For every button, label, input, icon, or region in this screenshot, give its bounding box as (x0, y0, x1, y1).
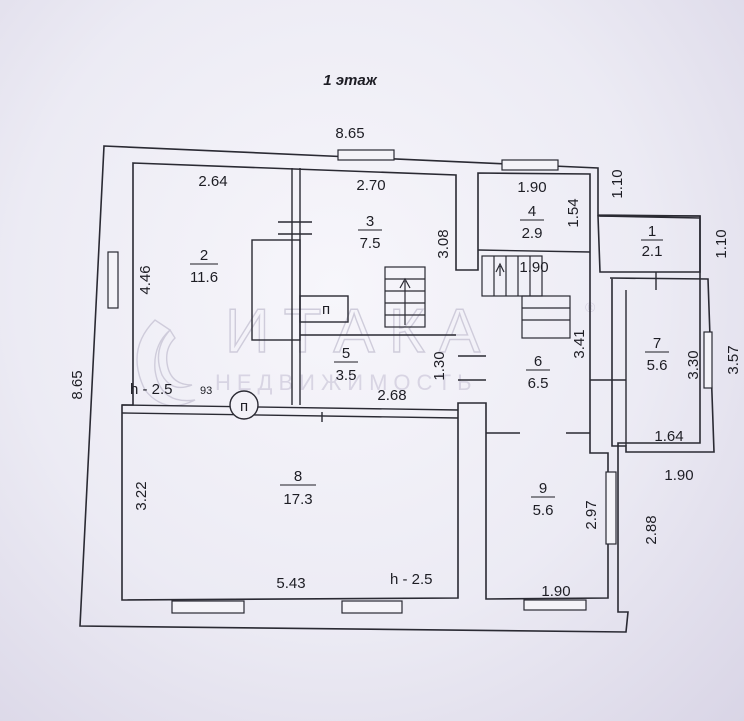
room-3-area: 7.5 (360, 235, 381, 252)
window (341, 600, 403, 614)
dim-right-upper-1: 1.10 (609, 169, 626, 198)
staircase-3 (384, 266, 426, 328)
staircase-6 (481, 255, 571, 339)
dim-r9-width: 1.90 (541, 583, 570, 600)
dim-r8-height: 3.22 (133, 481, 150, 510)
window (501, 159, 559, 171)
ceiling-height-bottom: h - 2.5 (390, 571, 433, 588)
dim-r3-height: 3.08 (435, 229, 452, 258)
stove-label: п (322, 301, 330, 318)
room-9-number: 9 (539, 480, 547, 497)
room-1-label: 1 2.1 (642, 223, 663, 260)
room-4-label: 4 2.9 (522, 203, 543, 242)
dim-r2-height: 4.46 (137, 265, 154, 294)
dim-right-lower: 2.88 (643, 515, 660, 544)
room-7-number: 7 (653, 335, 661, 352)
dim-r9-height: 2.97 (583, 500, 600, 529)
window (337, 149, 395, 161)
stair-arrowhead (399, 277, 411, 289)
stair-arrow-6 (495, 262, 505, 276)
inner-wall-outline (121, 162, 609, 601)
watermark-subtitle: НЕДВИЖИМОСТЬ (215, 370, 478, 395)
partitions (121, 168, 627, 446)
stairs-room-6 (481, 255, 543, 297)
stove-hatch (299, 295, 349, 323)
room-2-area: 11.6 (190, 269, 218, 286)
stove-block (251, 239, 301, 341)
window (171, 600, 245, 614)
room-9-label: 9 5.6 (533, 480, 554, 519)
window (523, 599, 587, 611)
room-6-label: 6 6.5 (528, 353, 549, 392)
room-4-area: 2.9 (522, 225, 543, 242)
ceiling-height-left: h - 2.5 (130, 381, 173, 398)
dim-r4-width: 1.90 (517, 179, 546, 196)
room-1-number: 1 (648, 223, 656, 240)
room-8-number: 8 (294, 468, 302, 485)
room-2-number: 2 (200, 247, 208, 264)
dim-right-middle: 3.57 (725, 345, 742, 374)
room-5-number: 5 (342, 345, 350, 362)
stairs-room-6-lower (521, 295, 571, 339)
outer-walls (79, 145, 715, 633)
dim-r3-width: 2.70 (356, 177, 385, 194)
dim-r6-height: 3.41 (571, 329, 588, 358)
room-3-number: 3 (366, 213, 374, 230)
dim-r2-width: 2.64 (198, 173, 227, 190)
room-7-label: 7 5.6 (647, 335, 668, 374)
room-6-area: 6.5 (528, 375, 549, 392)
dim-left: 8.65 (69, 370, 86, 399)
room-6-number: 6 (534, 353, 542, 370)
fraction-lines (190, 219, 669, 498)
room-5-label: 5 3.5 (336, 345, 357, 384)
floor-title: 1 этаж (323, 72, 377, 89)
dim-r8-width: 5.43 (276, 575, 305, 592)
partial-mark: 93 (200, 385, 212, 397)
room-1-area: 2.1 (642, 243, 663, 260)
room-8-area: 17.3 (283, 491, 312, 508)
room-7-area: 5.6 (647, 357, 668, 374)
window (107, 251, 119, 309)
dim-r4-height: 1.54 (565, 198, 582, 227)
room-3-label: 3 7.5 (360, 213, 381, 252)
dim-r7-height: 3.30 (685, 350, 702, 379)
watermark-logo (136, 319, 196, 407)
window (605, 471, 617, 545)
wall-4-6 (477, 249, 591, 253)
dim-r5-height: 1.30 (431, 351, 448, 380)
room-4-number: 4 (528, 203, 536, 220)
room-5-area: 3.5 (336, 367, 357, 384)
dim-right-upper-2: 1.10 (713, 229, 730, 258)
room-2-label: 2 11.6 (190, 247, 218, 286)
dim-step-bottom: 1.90 (664, 467, 693, 484)
wall-r8-top (121, 404, 459, 411)
dim-r5-width: 2.68 (377, 387, 406, 404)
dim-r7-width: 1.64 (654, 428, 683, 445)
watermark-brand: ИТАКА (225, 297, 494, 366)
dim-top: 8.65 (335, 125, 364, 142)
stove-circle-label: п (240, 398, 248, 415)
room-9-area: 5.6 (533, 502, 554, 519)
room-8-label: 8 17.3 (283, 468, 312, 508)
dim-r6-width: 1.90 (519, 259, 548, 276)
wall-r8-top-2 (121, 412, 459, 419)
stairs-room-3 (384, 266, 426, 328)
room-1-wall (597, 215, 701, 273)
windows (107, 149, 713, 614)
door-marks (278, 221, 657, 422)
window (703, 331, 713, 389)
stove-circle (229, 390, 259, 420)
outer-wall-outline (79, 145, 701, 633)
